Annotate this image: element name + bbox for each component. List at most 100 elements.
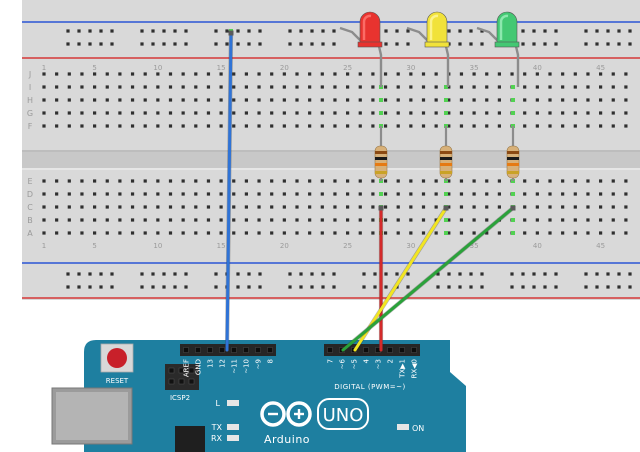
row-label: A — [27, 229, 33, 238]
terminal-hole — [194, 124, 198, 128]
rail-hole — [436, 285, 440, 289]
terminal-hole — [105, 72, 109, 76]
usb-connector-face — [56, 392, 128, 440]
rail-hole — [66, 285, 70, 289]
terminal-hole — [624, 98, 628, 102]
rail-hole — [628, 285, 632, 289]
rail-hole — [184, 42, 188, 46]
terminal-hole — [93, 85, 97, 89]
terminal-hole — [434, 98, 438, 102]
terminal-hole — [611, 124, 615, 128]
terminal-hole — [586, 179, 590, 183]
terminal-hole — [93, 72, 97, 76]
pin-label: RX◀0 — [411, 359, 419, 379]
rail-hole — [554, 29, 558, 33]
connected-hole — [511, 111, 515, 115]
terminal-hole — [371, 98, 375, 102]
rail-hole — [469, 285, 473, 289]
terminal-hole — [523, 179, 527, 183]
rail-hole — [77, 272, 81, 276]
terminal-hole — [548, 98, 552, 102]
column-label: 35 — [470, 64, 479, 72]
terminal-hole — [219, 98, 223, 102]
rail-hole — [373, 285, 377, 289]
terminal-hole — [573, 231, 577, 235]
rail-hole — [310, 285, 314, 289]
terminal-hole — [232, 111, 236, 115]
terminal-hole — [358, 205, 362, 209]
header-pin — [195, 347, 201, 353]
terminal-hole — [586, 124, 590, 128]
terminal-hole — [232, 85, 236, 89]
terminal-hole — [535, 124, 539, 128]
terminal-hole — [80, 179, 84, 183]
terminal-hole — [181, 111, 185, 115]
terminal-hole — [232, 124, 236, 128]
terminal-hole — [143, 218, 147, 222]
terminal-hole — [168, 192, 173, 196]
uno-badge — [317, 398, 369, 430]
rail-hole — [214, 272, 218, 276]
terminal-hole — [472, 124, 476, 128]
terminal-hole — [371, 85, 375, 89]
terminal-hole — [586, 205, 590, 209]
terminal-hole — [244, 72, 248, 76]
terminal-hole — [573, 111, 577, 115]
rail-hole — [469, 272, 473, 276]
connected-hole — [444, 85, 448, 89]
terminal-hole — [611, 179, 615, 183]
rail-hole — [406, 29, 410, 33]
terminal-hole — [282, 218, 286, 222]
terminal-hole — [371, 192, 375, 196]
terminal-hole — [358, 231, 362, 235]
terminal-hole — [421, 218, 426, 222]
terminal-hole — [346, 218, 350, 222]
rail-hole — [258, 42, 262, 46]
terminal-hole — [143, 98, 147, 102]
terminal-hole — [358, 218, 362, 222]
terminal-hole — [434, 231, 438, 235]
terminal-hole — [282, 205, 286, 209]
column-label: 20 — [280, 242, 289, 250]
terminal-hole — [55, 98, 59, 102]
terminal-hole — [206, 231, 211, 235]
terminal-hole — [308, 124, 312, 128]
resistor-band — [440, 151, 452, 154]
terminal-hole — [219, 192, 223, 196]
connected-hole — [444, 218, 448, 222]
rail-hole — [595, 285, 599, 289]
rail-hole — [236, 29, 240, 33]
led-tx — [227, 424, 239, 430]
terminal-hole — [535, 218, 539, 222]
terminal-hole — [383, 192, 388, 196]
terminal-hole — [611, 98, 615, 102]
terminal-hole — [409, 111, 413, 115]
terminal-hole — [383, 85, 388, 89]
column-label: 1 — [42, 64, 46, 72]
terminal-hole — [156, 124, 160, 128]
terminal-hole — [156, 72, 160, 76]
terminal-hole — [561, 192, 565, 196]
terminal-hole — [586, 72, 590, 76]
terminal-hole — [333, 179, 337, 183]
terminal-hole — [308, 231, 312, 235]
terminal-hole — [599, 85, 603, 89]
resistor-band — [375, 157, 387, 160]
terminal-hole — [561, 205, 565, 209]
terminal-hole — [257, 179, 261, 183]
terminal-hole — [383, 179, 388, 183]
row-label: D — [27, 190, 33, 199]
terminal-hole — [611, 205, 615, 209]
terminal-hole — [548, 124, 552, 128]
terminal-hole — [485, 192, 489, 196]
terminal-hole — [409, 218, 413, 222]
terminal-hole — [295, 111, 299, 115]
terminal-hole — [194, 179, 198, 183]
rail-hole — [77, 42, 81, 46]
terminal-hole — [93, 124, 97, 128]
terminal-hole — [409, 192, 413, 196]
terminal-hole — [295, 85, 299, 89]
resistor-band — [507, 151, 519, 154]
terminal-hole — [206, 85, 211, 89]
terminal-hole — [270, 85, 274, 89]
